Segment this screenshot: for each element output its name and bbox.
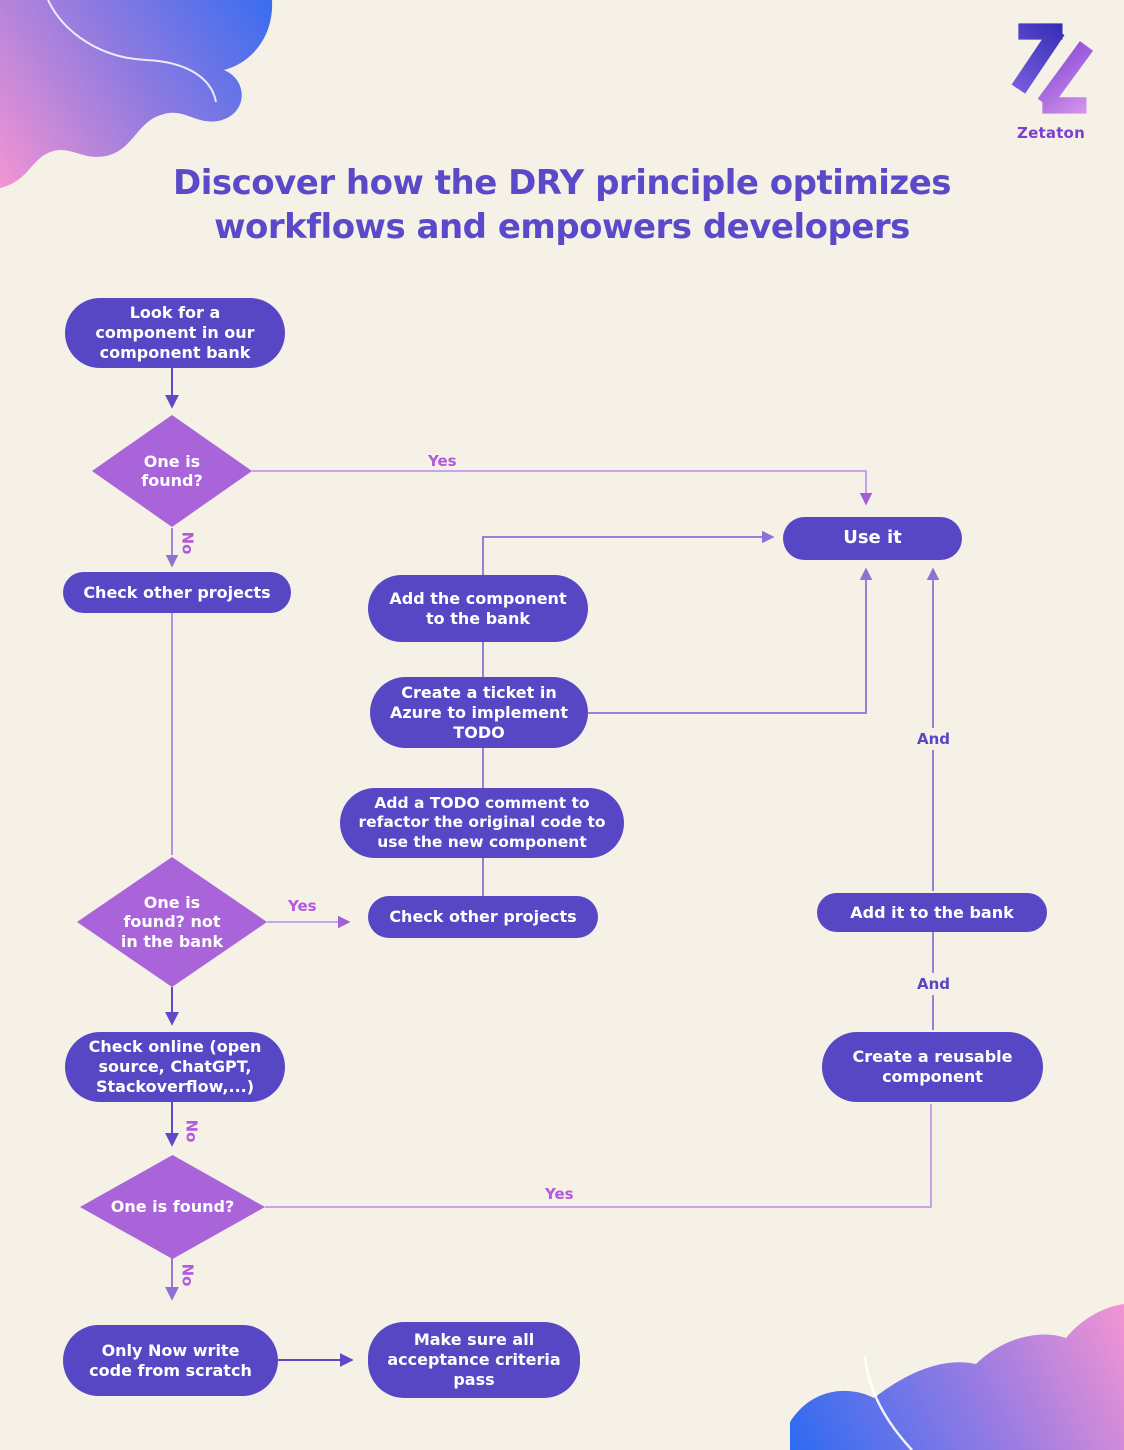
node-add-component-to-bank: Add the component to the bank: [368, 575, 588, 642]
edge-label-no-3: No: [178, 1263, 197, 1287]
node-check-other-projects: Check other projects: [63, 572, 291, 613]
node-check-online: Check online (open source, ChatGPT, Stac…: [65, 1032, 285, 1102]
page-title: Discover how the DRY principle optimizes…: [172, 163, 952, 247]
node-add-todo-comment: Add a TODO comment to refactor the origi…: [340, 788, 624, 858]
edge-label-yes-2: Yes: [288, 897, 317, 915]
edge-label-no-2: No: [182, 1119, 201, 1143]
node-start: Look for a component in our component ba…: [65, 298, 285, 368]
node-create-ticket-azure: Create a ticket in Azure to implement TO…: [370, 677, 588, 748]
edge-label-yes-1: Yes: [428, 452, 457, 470]
node-write-code-from-scratch: Only Now write code from scratch: [63, 1325, 278, 1396]
edge-label-and-1: And: [913, 728, 955, 750]
edge-label-yes-3: Yes: [545, 1185, 574, 1203]
edge-label-and-2: And: [913, 973, 955, 995]
node-check-other-projects-2: Check other projects: [368, 896, 598, 938]
node-use-it: Use it: [783, 517, 962, 560]
brand-name: Zetaton: [1017, 124, 1085, 142]
node-add-it-to-bank: Add it to the bank: [817, 893, 1047, 932]
brand-logo: Zetaton: [996, 18, 1106, 142]
edge-label-no-1: No: [178, 531, 197, 555]
node-acceptance-criteria: Make sure all acceptance criteria pass: [368, 1322, 580, 1398]
node-create-reusable-component: Create a reusable component: [822, 1032, 1043, 1102]
zetaton-z-icon: [1011, 23, 1094, 114]
